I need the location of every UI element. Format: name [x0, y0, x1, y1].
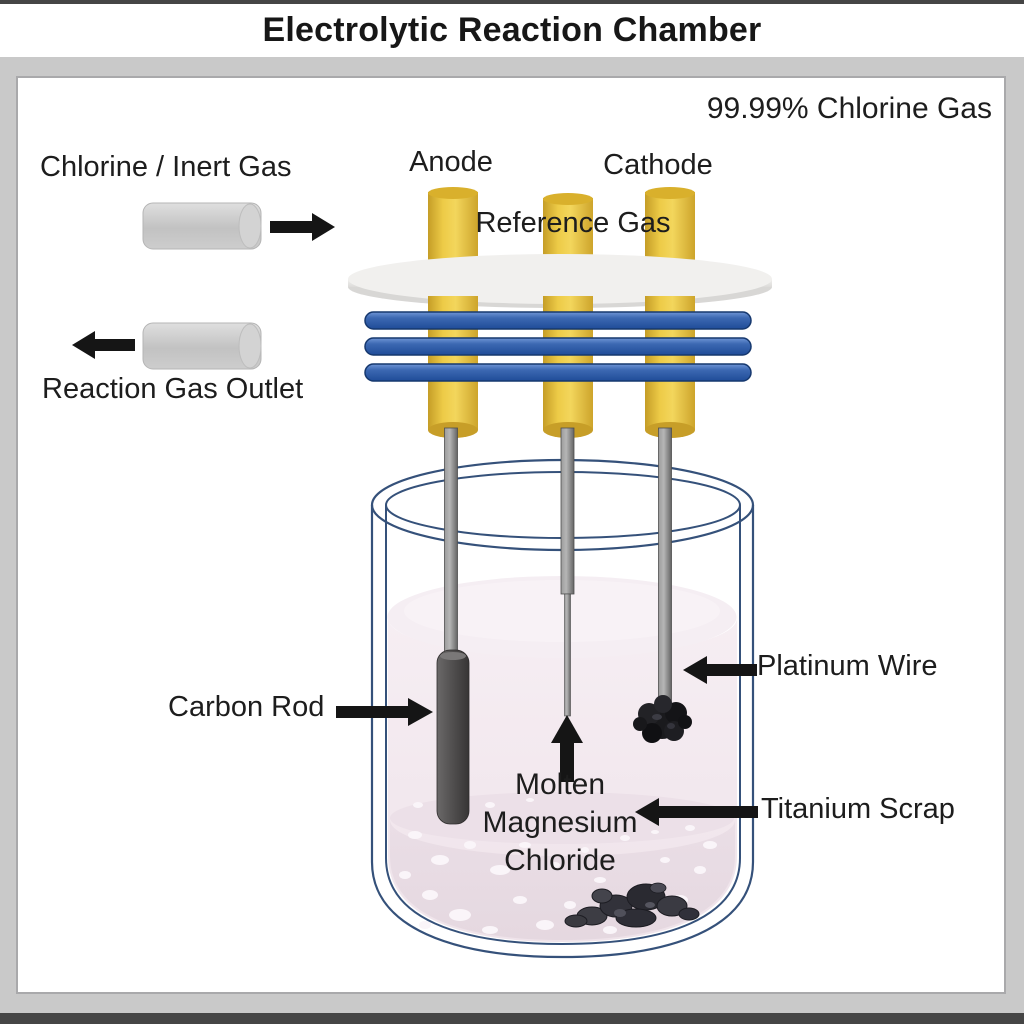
inlet-gas-cylinder: [142, 202, 262, 250]
electrolyte-label: Molten Magnesium Chloride: [482, 768, 638, 877]
carbon-rod: [436, 649, 470, 825]
platinum-wire-label: Platinum Wire: [757, 650, 938, 682]
top-edge-strip: [0, 0, 1024, 4]
page-title: Electrolytic Reaction Chamber: [262, 11, 762, 49]
gasket-ring: [364, 363, 752, 382]
reference-rod: [560, 427, 575, 717]
carbon-rod-label: Carbon Rod: [168, 691, 325, 723]
title-band: Electrolytic Reaction Chamber: [0, 4, 1024, 57]
bottom-edge-strip: [0, 1013, 1024, 1024]
anode-terminal-top: [428, 187, 478, 260]
salt-speckles: [399, 795, 717, 934]
outlet-gas-label: Reaction Gas Outlet: [42, 373, 304, 405]
inlet-gas-label: Chlorine / Inert Gas: [40, 151, 292, 183]
reference-gas-label: Reference Gas: [475, 207, 671, 239]
gasket-ring: [364, 337, 752, 356]
carbon-rod-arrow-icon: [336, 698, 433, 726]
outlet-gas-cylinder: [142, 322, 262, 370]
gasket-rings: [364, 311, 752, 382]
platinum-wire-arrow-icon: [683, 656, 757, 684]
titanium-scrap-pile: [564, 882, 700, 928]
gasket-ring: [364, 311, 752, 330]
cathode-rod: [658, 427, 672, 711]
anode-rod: [444, 427, 458, 657]
inlet-arrow-icon: [270, 213, 335, 241]
cathode-terminal-top: [645, 187, 695, 260]
titanium-scrap-label: Titanium Scrap: [761, 793, 955, 825]
anode-label: Anode: [409, 146, 493, 178]
platinum-wire-coil: [633, 695, 692, 743]
purity-label: 99.99% Chlorine Gas: [706, 92, 992, 125]
reference-terminal-top: [543, 193, 593, 260]
electrolyte-arrow-icon: [551, 715, 583, 782]
outlet-arrow-icon: [72, 331, 135, 359]
titanium-scrap-arrow-icon: [635, 798, 758, 826]
cathode-label: Cathode: [603, 149, 713, 181]
